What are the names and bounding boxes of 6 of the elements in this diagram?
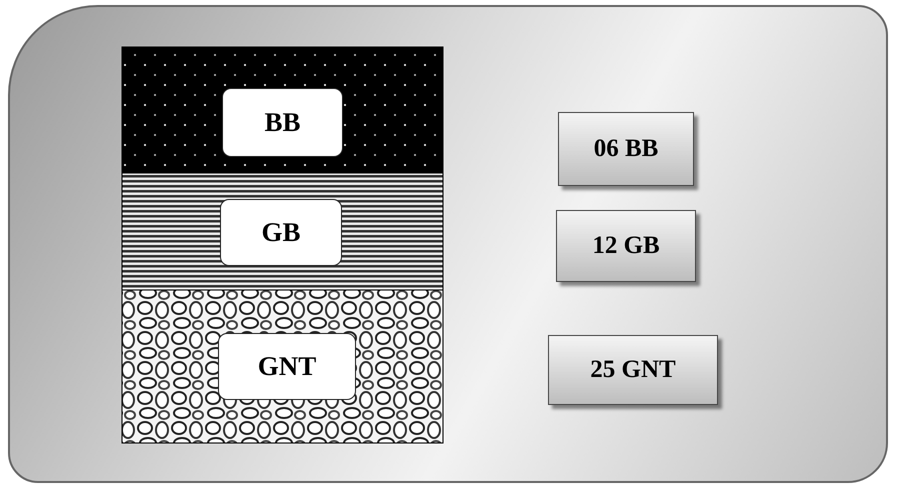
thickness-label: 12 GB	[556, 210, 696, 282]
layer-label: BB	[222, 88, 343, 157]
layer-label: GNT	[218, 333, 356, 400]
thickness-label: 06 BB	[558, 112, 694, 186]
thickness-label: 25 GNT	[548, 335, 718, 405]
layer-label: GB	[220, 199, 342, 266]
